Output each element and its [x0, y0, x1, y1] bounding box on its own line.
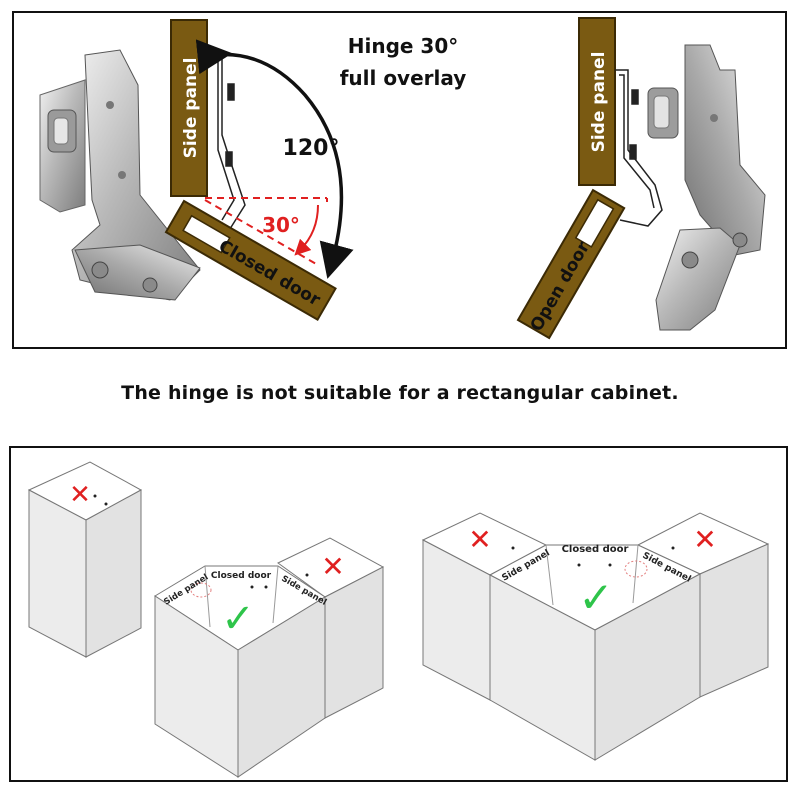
cabinet-rectangular-single [27, 461, 143, 658]
open-angle-marker: 120° [195, 39, 354, 279]
right-group-closed-door-label: Closed door [562, 544, 629, 555]
cross-mark-1: ✕ [69, 480, 91, 510]
hinge-open-photo [647, 44, 766, 331]
cross-mark-4: ✕ [693, 523, 716, 556]
closed-angle-label: 30° [262, 213, 300, 237]
side-panel-left-label: Side panel [181, 58, 201, 159]
bottom-panel: ✕ Side panel Closed door Side panel ✓ ✕ [9, 446, 788, 782]
top-panel: Side panel Closed door 30° [12, 11, 787, 349]
side-panel-right-label: Side panel [589, 52, 609, 153]
side-panel-left: Side panel [170, 19, 208, 197]
hinge-closed-photo [39, 49, 201, 301]
cabinet-angled-group-left [154, 537, 385, 778]
cross-mark-2: ✕ [321, 550, 344, 583]
cross-mark-3: ✕ [468, 523, 491, 556]
check-mark-1: ✓ [221, 596, 255, 642]
open-angle-label: 120° [283, 136, 340, 161]
check-mark-2: ✓ [578, 573, 613, 622]
left-group-closed-door-label: Closed door [211, 571, 272, 581]
diagram-title-line1: Hinge 30° [348, 34, 459, 58]
hinge-outline-open [615, 69, 663, 227]
side-panel-right: Side panel [578, 17, 616, 186]
cabinet-angled-group-right [421, 512, 770, 761]
caption: The hinge is not suitable for a rectangu… [121, 382, 679, 404]
diagram-title-line2: full overlay [340, 66, 467, 90]
